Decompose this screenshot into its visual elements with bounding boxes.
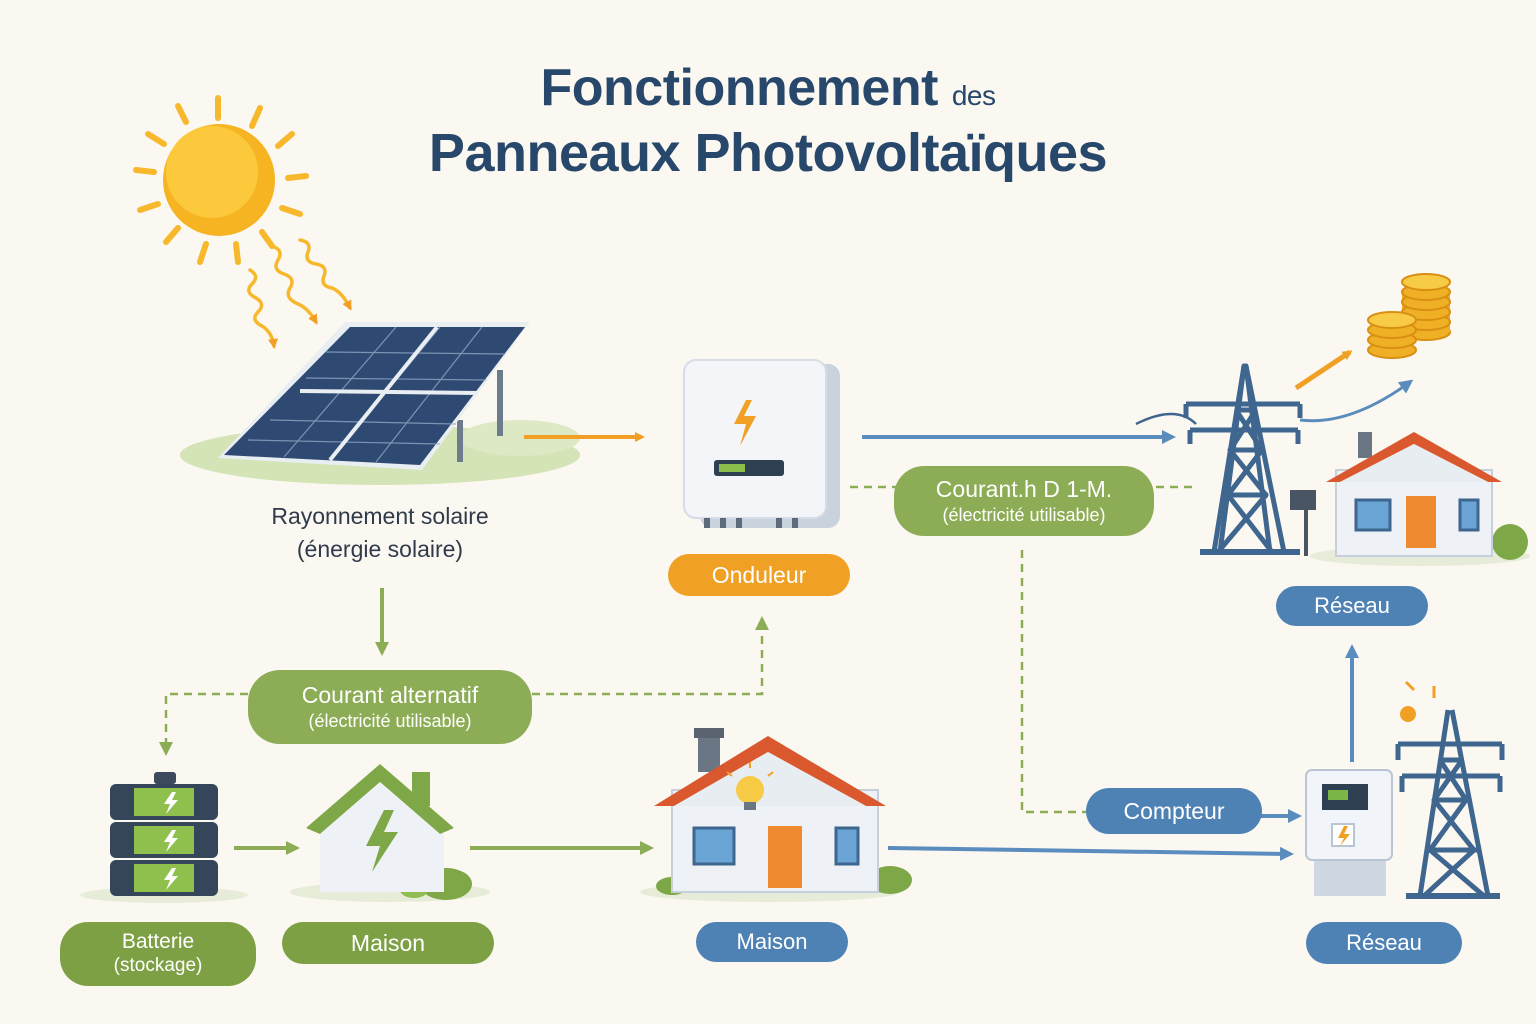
house-icon-main <box>640 728 912 902</box>
title-line1-text: Fonctionnement <box>540 59 938 117</box>
label-courant-top-sub: (électricité utilisable) <box>942 505 1106 525</box>
label-onduleur: Onduleur <box>668 554 850 596</box>
spark-icon <box>1400 680 1436 722</box>
solar-caption-line1: Rayonnement solaire <box>271 503 489 529</box>
label-maison-blue-text: Maison <box>736 929 808 954</box>
solar-caption-line2: (énergie solaire) <box>296 536 464 562</box>
label-courant-top: Courant.h D 1-M. (électricité utilisable… <box>894 466 1154 536</box>
arrow-money <box>1294 349 1353 391</box>
meter-icon <box>1305 769 1393 896</box>
page-title-line1: Fonctionnement des <box>0 58 1536 118</box>
arrow-house-to-meter <box>887 846 1294 861</box>
dashed-arrow-to-inverter <box>532 616 769 696</box>
dashed-arrow-to-battery <box>159 692 248 756</box>
label-compteur: Compteur <box>1086 788 1262 834</box>
inverter-icon <box>683 359 840 528</box>
solar-panel-icon <box>180 322 580 485</box>
label-onduleur-text: Onduleur <box>711 562 807 588</box>
label-maison-green: Maison <box>282 922 494 964</box>
label-reseau-top-text: Réseau <box>1314 593 1390 618</box>
label-batterie-main: Batterie <box>121 930 195 953</box>
title-line1-small: des <box>951 80 996 111</box>
label-batterie: Batterie (stockage) <box>60 922 256 986</box>
solar-caption: Rayonnement solaire (énergie solaire) <box>230 500 530 566</box>
house-icon-green <box>290 764 490 902</box>
label-courant-alternatif-sub: (électricité utilisable) <box>308 711 472 731</box>
label-reseau-bottom: Réseau <box>1306 922 1462 964</box>
pylon-icon <box>1183 363 1303 555</box>
label-courant-top-main: Courant.h D 1-M. <box>935 476 1113 502</box>
dashed-line-compteur <box>1020 550 1086 814</box>
arrow-grid-to-coins <box>1299 379 1414 423</box>
label-reseau-bottom-text: Réseau <box>1346 930 1422 955</box>
label-batterie-sub: (stockage) <box>113 955 203 976</box>
battery-icon <box>80 772 248 903</box>
label-reseau-top: Réseau <box>1276 586 1428 626</box>
wire <box>1135 412 1197 426</box>
page-title-line2: Panneaux Photovoltaïques <box>428 123 1108 183</box>
coins-icon <box>1367 273 1451 359</box>
label-courant-alternatif: Courant alternatif (électricité utilisab… <box>248 670 532 744</box>
pylon-icon-bottom <box>1395 709 1505 899</box>
label-maison-blue: Maison <box>696 922 848 962</box>
label-maison-green-text: Maison <box>350 930 426 956</box>
label-courant-alternatif-main: Courant alternatif <box>301 682 479 708</box>
house-icon-grid <box>1290 432 1530 566</box>
sun-ray-arrows <box>247 238 352 349</box>
sun-icon <box>133 95 309 265</box>
label-compteur-text: Compteur <box>1123 798 1225 824</box>
